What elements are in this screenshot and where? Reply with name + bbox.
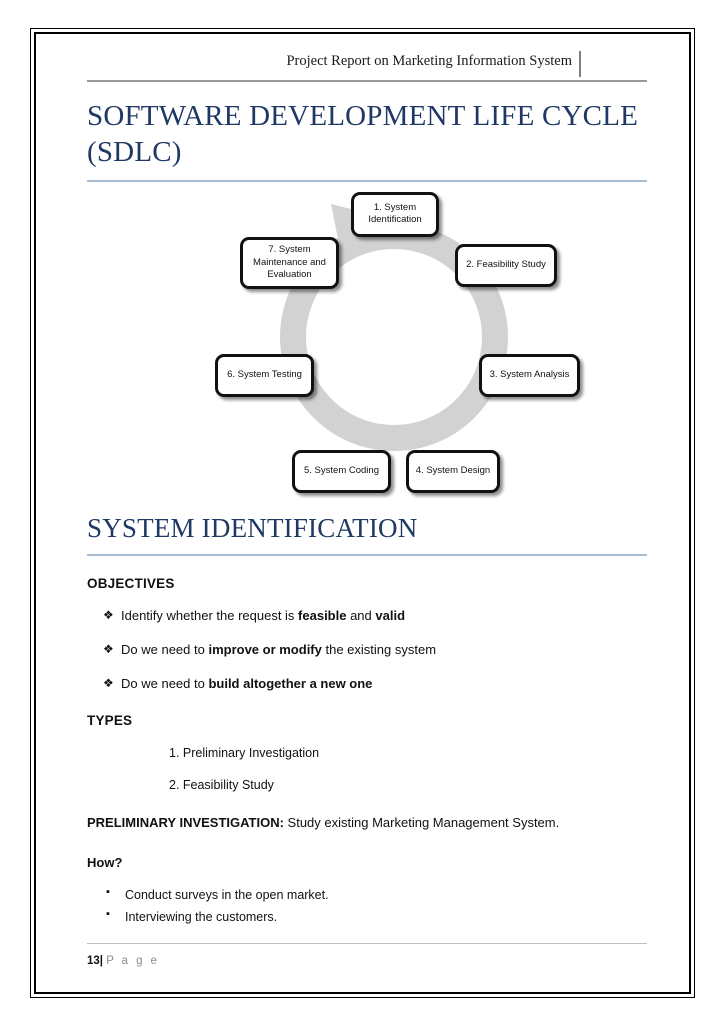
how-label-text: How? — [87, 854, 123, 870]
footer-page-label: P a g e — [106, 955, 160, 967]
title-underline-sdlc — [87, 179, 647, 182]
objectives-label: OBJECTIVES — [87, 576, 175, 592]
objective-1-text-middle: and — [346, 608, 376, 624]
cycle-node-7[interactable]: 7. System Maintenance and Evaluation — [240, 236, 339, 289]
page-content: Project Report on Marketing Information … — [87, 47, 647, 977]
header-title: Project Report on Marketing Information … — [286, 53, 572, 69]
footer-rule — [87, 943, 647, 944]
cycle-node-2-label: 2. Feasibility Study — [466, 259, 546, 271]
document-header: Project Report on Marketing Information … — [87, 47, 647, 89]
cycle-node-4[interactable]: 4. System Design — [406, 449, 500, 493]
how-item-2-text: Interviewing the customers. — [125, 909, 278, 924]
page-title-system-identification: SYSTEM IDENTIFICATION — [87, 512, 418, 543]
page-footer: 13| P a g e — [87, 955, 159, 967]
list-item: ▪ Conduct surveys in the open market. — [87, 886, 647, 904]
cycle-node-3-label: 3. System Analysis — [489, 369, 570, 381]
objective-1-bold-2: valid — [375, 608, 406, 624]
square-bullet-icon: ▪ — [106, 907, 110, 920]
how-item-1-text: Conduct surveys in the open market. — [125, 887, 329, 902]
list-item: ❖ Do we need to build altogether a new o… — [87, 676, 647, 693]
cycle-node-3[interactable]: 3. System Analysis — [479, 353, 580, 397]
list-item: ❖ Do we need to improve or modify the ex… — [87, 642, 647, 659]
objective-1-bold-1: feasible — [298, 608, 347, 624]
footer-separator: | — [99, 955, 104, 967]
types-list: 1. Preliminary Investigation 2. Feasibil… — [87, 746, 647, 792]
objective-1-text-before: Identify whether the request is — [121, 608, 299, 624]
header-rule — [87, 80, 647, 82]
cycle-node-5-label: 5. System Coding — [304, 465, 379, 477]
objective-2-text-middle: the existing system — [321, 642, 437, 658]
preliminary-investigation-term: PRELIMINARY INVESTIGATION: — [87, 815, 284, 831]
square-bullet-icon: ▪ — [106, 885, 110, 898]
objectives-list: ❖ Identify whether the request is feasibl… — [87, 608, 647, 693]
page-border-frame: Project Report on Marketing Information … — [30, 28, 695, 998]
cycle-node-1-label: 1. System Identification — [368, 201, 422, 226]
objective-2-bold-1: improve or modify — [208, 642, 322, 658]
how-label: How? — [87, 855, 647, 872]
preliminary-investigation-paragraph: PRELIMINARY INVESTIGATION: Study existin… — [87, 815, 647, 832]
list-item: ❖ Identify whether the request is feasibl… — [87, 608, 647, 625]
cycle-node-6[interactable]: 6. System Testing — [215, 353, 314, 397]
objective-2-text-before: Do we need to — [121, 642, 209, 658]
diamond-bullet-icon: ❖ — [103, 608, 114, 623]
list-item: ▪ Interviewing the customers. — [87, 908, 647, 926]
list-item: 2. Feasibility Study — [169, 778, 274, 793]
diamond-bullet-icon: ❖ — [103, 642, 114, 657]
cycle-node-7-label: 7. System Maintenance and Evaluation — [253, 243, 326, 281]
types-label: TYPES — [87, 713, 133, 729]
footer-page-number: 13 — [87, 955, 100, 967]
page-title-sdlc: SOFTWARE DEVELOPMENT LIFE CYCLE (SDLC) — [87, 100, 639, 168]
list-item: 1. Preliminary Investigation — [169, 746, 320, 761]
title-underline-system-identification — [87, 554, 647, 557]
cycle-node-1[interactable]: 1. System Identification — [351, 191, 439, 237]
sdlc-cycle-diagram: 1. System Identification 2. Feasibility … — [87, 182, 647, 512]
objective-3-text-before: Do we need to — [121, 676, 209, 692]
cycle-node-2[interactable]: 2. Feasibility Study — [455, 243, 557, 287]
header-vertical-bar — [579, 51, 581, 77]
page-border-inner — [34, 32, 691, 994]
how-list: ▪ Conduct surveys in the open market. ▪ In… — [87, 886, 647, 926]
cycle-node-4-label: 4. System Design — [415, 465, 491, 477]
cycle-node-5[interactable]: 5. System Coding — [292, 449, 391, 493]
preliminary-investigation-definition: Study existing Marketing Management Syst… — [283, 815, 560, 831]
cycle-node-6-label: 6. System Testing — [227, 369, 302, 381]
diamond-bullet-icon: ❖ — [103, 676, 114, 691]
objective-3-bold-1: build altogether a new one — [208, 676, 373, 692]
